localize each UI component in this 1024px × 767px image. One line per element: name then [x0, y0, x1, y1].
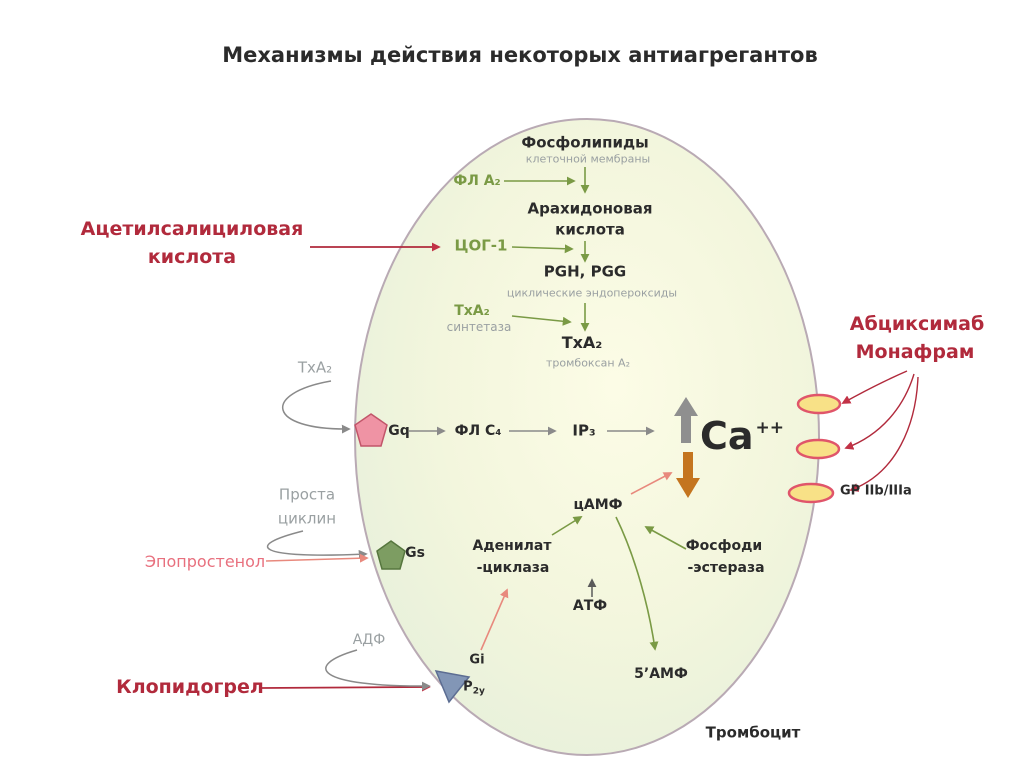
arrow-abciximab-to-receptor-2 — [844, 373, 915, 450]
amp-label: 5’АМФ — [634, 665, 688, 682]
calcium-down-arrow — [676, 452, 700, 498]
thromboxane-note: тромбоксан А₂ — [546, 356, 630, 370]
txa2-synthase-label-line1: ТхА₂ — [454, 302, 490, 319]
gp2b3a-label: GP IIb/IIIa — [840, 483, 912, 499]
abciximab-drug-label: Абциксимаб — [849, 313, 985, 336]
arrow-prostacyclin-to-gs — [266, 530, 368, 559]
pgh-pgg-label: PGH, PGG — [543, 262, 627, 281]
aspirin-drug-label-line2: кислота — [147, 246, 237, 269]
calcium-up-arrow — [674, 397, 698, 443]
gq-receptor-label: Gq — [388, 422, 410, 439]
arrow-cox1 — [511, 244, 574, 254]
arrow-gi-to-adenylate — [480, 588, 509, 651]
pde-label-line2: -эстераза — [687, 559, 765, 576]
arrow-pde-to-camp — [644, 526, 687, 550]
p2y-receptor-shape — [434, 670, 471, 704]
diagram-title: Механизмы действия некоторых антиагреган… — [222, 42, 818, 67]
gp2b3a-receptor-1 — [796, 393, 842, 415]
arachidonic-acid-label-line2: кислота — [555, 220, 625, 239]
pla2-enzyme-label: ФЛ А₂ — [453, 172, 501, 189]
arrow-txa2-synthase — [511, 315, 572, 326]
plc-label: ФЛ С₄ — [454, 422, 502, 439]
gs-receptor-label: Gs — [405, 544, 425, 561]
p2y-receptor-label: P2y — [463, 679, 485, 697]
arrow-abciximab-to-receptor-3 — [849, 376, 919, 492]
atp-label: АТФ — [572, 597, 608, 614]
calcium-charge: ++ — [755, 418, 785, 439]
prostacyclin-label-line2: циклин — [277, 509, 337, 528]
membrane-note: клеточной мембраны — [525, 152, 651, 166]
calcium-label: Ca++ — [700, 414, 785, 459]
arrow-clopidogrel-to-p2y — [261, 682, 431, 692]
arrow-adp-to-p2y — [325, 649, 431, 691]
txa2-label: ТхА₂ — [561, 332, 603, 352]
p2y-sub: 2y — [472, 686, 485, 697]
arrow-txa2-to-gq — [282, 380, 351, 434]
arrow-camp-to-calcium — [630, 472, 673, 495]
adp-ligand-label: АДФ — [352, 631, 386, 648]
phospholipids-label: Фосфолипиды — [521, 133, 649, 152]
gs-receptor-shape — [376, 540, 406, 570]
gi-receptor-label: Gi — [469, 652, 485, 668]
platelet-label: Тромбоцит — [705, 723, 801, 742]
p2y-base: P — [463, 679, 473, 695]
ip3-label: IP₃ — [572, 421, 596, 440]
endoperoxides-note: циклические эндопероксиды — [506, 286, 678, 300]
gp2b3a-receptor-2 — [795, 438, 841, 460]
arrow-camp-to-5amp — [615, 516, 659, 651]
txa2-ligand-label: ТхА₂ — [297, 358, 333, 377]
clopidogrel-drug-label: Клопидогрел — [116, 676, 264, 699]
epoprostenol-drug-label: Эпопростенол — [144, 551, 266, 571]
platelet-cell-body — [354, 118, 820, 756]
cox1-enzyme-label: ЦОГ-1 — [454, 236, 508, 255]
arachidonic-acid-label-line1: Арахидоновая — [527, 199, 653, 218]
aspirin-drug-label-line1: Ацетилсалициловая — [80, 218, 304, 241]
prostacyclin-label-line1: Проста — [278, 485, 336, 504]
pde-label-line1: Фосфоди — [685, 537, 763, 554]
txa2-synthase-label-line2: синтетаза — [446, 320, 512, 335]
calcium-symbol: Ca — [700, 414, 754, 459]
adenylate-cyclase-label-line1: Аденилат — [472, 537, 552, 554]
arrow-adenylate-to-camp — [551, 516, 583, 536]
camp-label: цАМФ — [573, 496, 623, 513]
arrow-abciximab-to-receptor-1 — [841, 370, 908, 404]
monafram-drug-label: Монафрам — [855, 341, 975, 364]
arrow-epoprostenol-to-gs — [265, 553, 369, 563]
gp2b3a-receptor-3 — [787, 482, 835, 504]
gq-receptor-shape — [354, 413, 388, 447]
adenylate-cyclase-label-line2: -циклаза — [476, 559, 550, 576]
